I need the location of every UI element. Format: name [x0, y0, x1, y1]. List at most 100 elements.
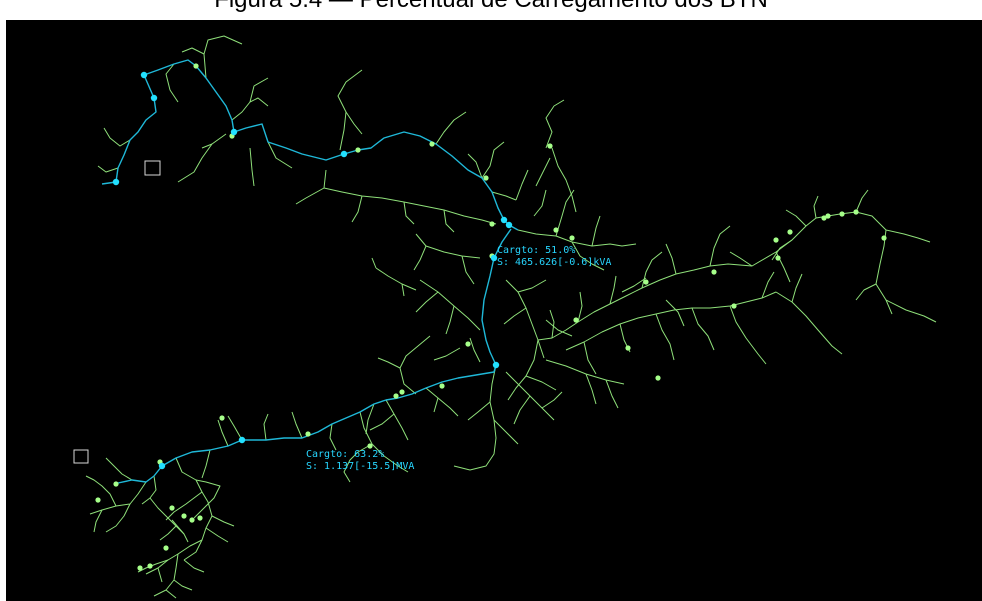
branch-line: [885, 299, 937, 323]
branch-node[interactable]: [189, 517, 195, 523]
branch-node[interactable]: [219, 415, 225, 421]
branch-lines: [85, 35, 937, 599]
branch-node[interactable]: [399, 389, 405, 395]
trunk-node[interactable]: [140, 71, 148, 79]
branch-node[interactable]: [465, 341, 471, 347]
branch-node[interactable]: [881, 235, 887, 241]
branch-node[interactable]: [367, 443, 373, 449]
trunk-node[interactable]: [112, 178, 120, 186]
branch-line: [433, 397, 439, 413]
branch-line: [433, 347, 461, 361]
branch-line: [517, 279, 547, 293]
branch-line: [609, 275, 617, 305]
branch-line: [775, 291, 843, 355]
branch-line: [249, 147, 255, 187]
branch-node[interactable]: [773, 237, 779, 243]
branch-line: [513, 395, 531, 425]
trunk-node[interactable]: [340, 150, 348, 158]
branch-line: [415, 233, 481, 259]
branch-line: [525, 375, 557, 391]
branch-line: [507, 339, 539, 401]
branch-line: [691, 307, 715, 351]
loading-label-upper-line1: Cargto: 51.0%: [497, 245, 575, 256]
branch-node[interactable]: [439, 383, 445, 389]
branch-node[interactable]: [163, 545, 169, 551]
branch-node[interactable]: [181, 513, 187, 519]
branch-node[interactable]: [553, 227, 559, 233]
trunk-line: [117, 228, 512, 484]
branch-line: [655, 313, 675, 361]
selection-marker-upper[interactable]: [144, 160, 161, 176]
nodes: [95, 63, 887, 571]
branch-node[interactable]: [197, 515, 203, 521]
branch-node[interactable]: [483, 175, 489, 181]
branch-line: [591, 215, 601, 247]
branch-line: [533, 189, 547, 217]
branch-line: [605, 379, 619, 409]
branch-line: [771, 239, 793, 261]
branch-node[interactable]: [573, 317, 579, 323]
branch-node[interactable]: [787, 229, 793, 235]
branch-node[interactable]: [547, 143, 553, 149]
branch-node[interactable]: [137, 565, 143, 571]
trunk-node[interactable]: [230, 128, 238, 136]
trunk-line: [101, 59, 519, 231]
branch-line: [85, 475, 117, 507]
trunk-node[interactable]: [490, 254, 498, 262]
trunk-node[interactable]: [150, 94, 158, 102]
trunk-node[interactable]: [238, 436, 246, 444]
branch-node[interactable]: [169, 505, 175, 511]
branch-line: [371, 257, 377, 269]
branch-line: [351, 195, 363, 223]
network-canvas[interactable]: Cargto: 51.0% S: 465.626[-0.6]kVA Cargto…: [6, 20, 982, 601]
branch-line: [105, 503, 131, 533]
branch-line: [549, 309, 555, 339]
branch-node[interactable]: [147, 563, 153, 569]
branch-line: [413, 245, 427, 271]
branch-line: [177, 133, 227, 183]
branch-node[interactable]: [825, 213, 831, 219]
branch-node[interactable]: [569, 235, 575, 241]
branch-node[interactable]: [775, 255, 781, 261]
branch-node[interactable]: [711, 269, 717, 275]
branch-node[interactable]: [429, 141, 435, 147]
branch-node[interactable]: [355, 147, 361, 153]
branch-node[interactable]: [489, 221, 495, 227]
branch-node[interactable]: [655, 375, 661, 381]
trunk-node[interactable]: [500, 216, 508, 224]
branch-line: [545, 319, 573, 337]
branch-line: [369, 413, 395, 431]
branch-node[interactable]: [731, 303, 737, 309]
selection-marker-lower[interactable]: [73, 449, 89, 464]
branch-node[interactable]: [95, 497, 101, 503]
branch-line: [345, 111, 363, 135]
trunk-node[interactable]: [158, 462, 166, 470]
branch-line: [157, 567, 163, 583]
branch-node[interactable]: [305, 431, 311, 437]
branch-node[interactable]: [839, 211, 845, 217]
branch-node[interactable]: [113, 481, 119, 487]
branch-line: [467, 401, 491, 421]
branch-line: [89, 481, 147, 515]
branch-line: [97, 165, 119, 173]
trunk-node[interactable]: [492, 361, 500, 369]
branch-line: [469, 337, 481, 363]
branch-node[interactable]: [625, 345, 631, 351]
branch-line: [551, 147, 577, 213]
branch-line: [875, 229, 893, 315]
loading-label-lower-line1: Cargto: 63.2%: [306, 449, 384, 460]
branch-line: [541, 391, 563, 409]
branch-line: [201, 143, 213, 149]
branch-line: [329, 423, 337, 451]
branch-line: [149, 497, 189, 543]
branch-line: [227, 415, 243, 441]
branch-node[interactable]: [393, 393, 399, 399]
branch-node[interactable]: [193, 63, 199, 69]
branch-line: [385, 399, 409, 441]
branch-node[interactable]: [821, 215, 827, 221]
branch-node[interactable]: [853, 209, 859, 215]
branch-line: [761, 271, 775, 299]
branch-node[interactable]: [643, 279, 649, 285]
trunk-node[interactable]: [505, 221, 513, 229]
branch-line: [359, 411, 409, 473]
